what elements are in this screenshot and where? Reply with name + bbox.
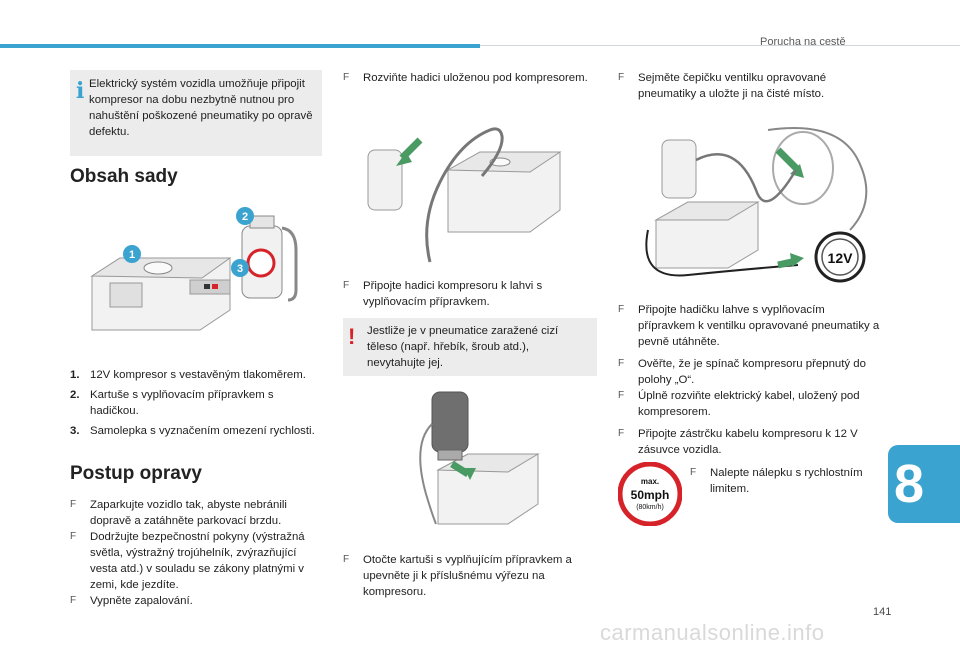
col3-step-text: Ověřte, že je spínač kompresoru přepnutý… bbox=[638, 358, 866, 386]
chapter-number: 8 bbox=[894, 454, 925, 514]
kit-list: 1. 12V kompresor s vestavěným tlakoměrem.… bbox=[70, 367, 322, 443]
watermark: carmanualsonline.info bbox=[600, 620, 825, 645]
kit-marker-3: 3 bbox=[237, 263, 243, 275]
warning-icon: ! bbox=[348, 324, 356, 349]
page-number: 141 bbox=[873, 606, 892, 618]
kit-item-text: Samolepka s vyznačením omezení rychlosti… bbox=[90, 425, 315, 437]
info-note: i Elektrický systém vozidla umožňuje při… bbox=[70, 70, 322, 156]
kit-marker-1: 1 bbox=[129, 249, 135, 261]
kit-item: 2. Kartuše s vyplňovacím přípravkem s had… bbox=[70, 387, 322, 419]
kit-item: 3. Samolepka s vyznačením omezení rychlos… bbox=[70, 423, 322, 439]
col3-step1-text: Sejměte čepičku ventilku opravované pneu… bbox=[638, 72, 827, 100]
col2-step1-text: Rozviňte hadici uloženou pod kompresorem… bbox=[363, 72, 588, 84]
header-rule bbox=[480, 45, 960, 46]
kit-item: 1. 12V kompresor s vestavěným tlakoměrem. bbox=[70, 367, 322, 383]
col3-sticker-step-text: Nalepte nálepku s rychlostním limitem. bbox=[710, 467, 863, 495]
kit-item-number: 2. bbox=[70, 389, 80, 401]
chapter-tab bbox=[888, 445, 960, 523]
procedure-heading: Postup opravy bbox=[70, 463, 202, 484]
hose-unwind-illustration bbox=[367, 127, 562, 263]
kit-item-text: Kartuše s vyplňovacím přípravkem s hadič… bbox=[90, 389, 274, 417]
col3-step-text: Úplně rozviňte elektrický kabel, uložený… bbox=[638, 390, 860, 418]
procedure-step-text: Dodržujte bezpečnostní pokyny (výstražná… bbox=[90, 531, 305, 591]
col3-step-text: Připojte hadičku lahve s vyplňovacím pří… bbox=[638, 304, 880, 348]
warning-note: ! Jestliže je v pneumatice zaražené cizí… bbox=[343, 318, 597, 376]
valve-connection-illustration: 12V bbox=[645, 127, 868, 283]
warning-note-text: Jestliže je v pneumatice zaražené cizí t… bbox=[367, 325, 559, 369]
sticker-kmh-label: (80km/h) bbox=[636, 504, 664, 511]
info-note-text: Elektrický systém vozidla umožňuje připo… bbox=[89, 78, 313, 138]
col3-step-text: Připojte zástrčku kabelu kompresoru k 12… bbox=[638, 428, 858, 456]
speed-limit-sticker: max. 50mph (80km/h) bbox=[618, 462, 682, 526]
kit-item-text: 12V kompresor s vestavěným tlakoměrem. bbox=[90, 369, 306, 381]
kit-item-number: 1. bbox=[70, 369, 80, 381]
info-icon: i bbox=[76, 78, 85, 104]
procedure-step-text: Zaparkujte vozidlo tak, abyste nebránili… bbox=[90, 499, 287, 527]
procedure-step-text: Vypněte zapalování. bbox=[90, 595, 193, 607]
sticker-max-label: max. bbox=[641, 477, 659, 486]
kit-heading: Obsah sady bbox=[70, 166, 178, 187]
cartridge-illustration bbox=[419, 391, 540, 525]
header-accent-bar bbox=[0, 44, 480, 48]
kit-item-number: 3. bbox=[70, 425, 80, 437]
col2-step3-text: Otočte kartuši s vyplňujícím přípravkem … bbox=[363, 554, 572, 598]
socket-12v-label: 12V bbox=[828, 250, 854, 266]
col2-step2-text: Připojte hadici kompresoru k lahvi s vyp… bbox=[363, 280, 543, 308]
section-title: Porucha na cestě bbox=[760, 36, 846, 48]
kit-marker-2: 2 bbox=[242, 211, 248, 223]
kit-illustration: 1 2 3 bbox=[90, 207, 298, 331]
sticker-speed-label: 50mph bbox=[631, 488, 670, 502]
